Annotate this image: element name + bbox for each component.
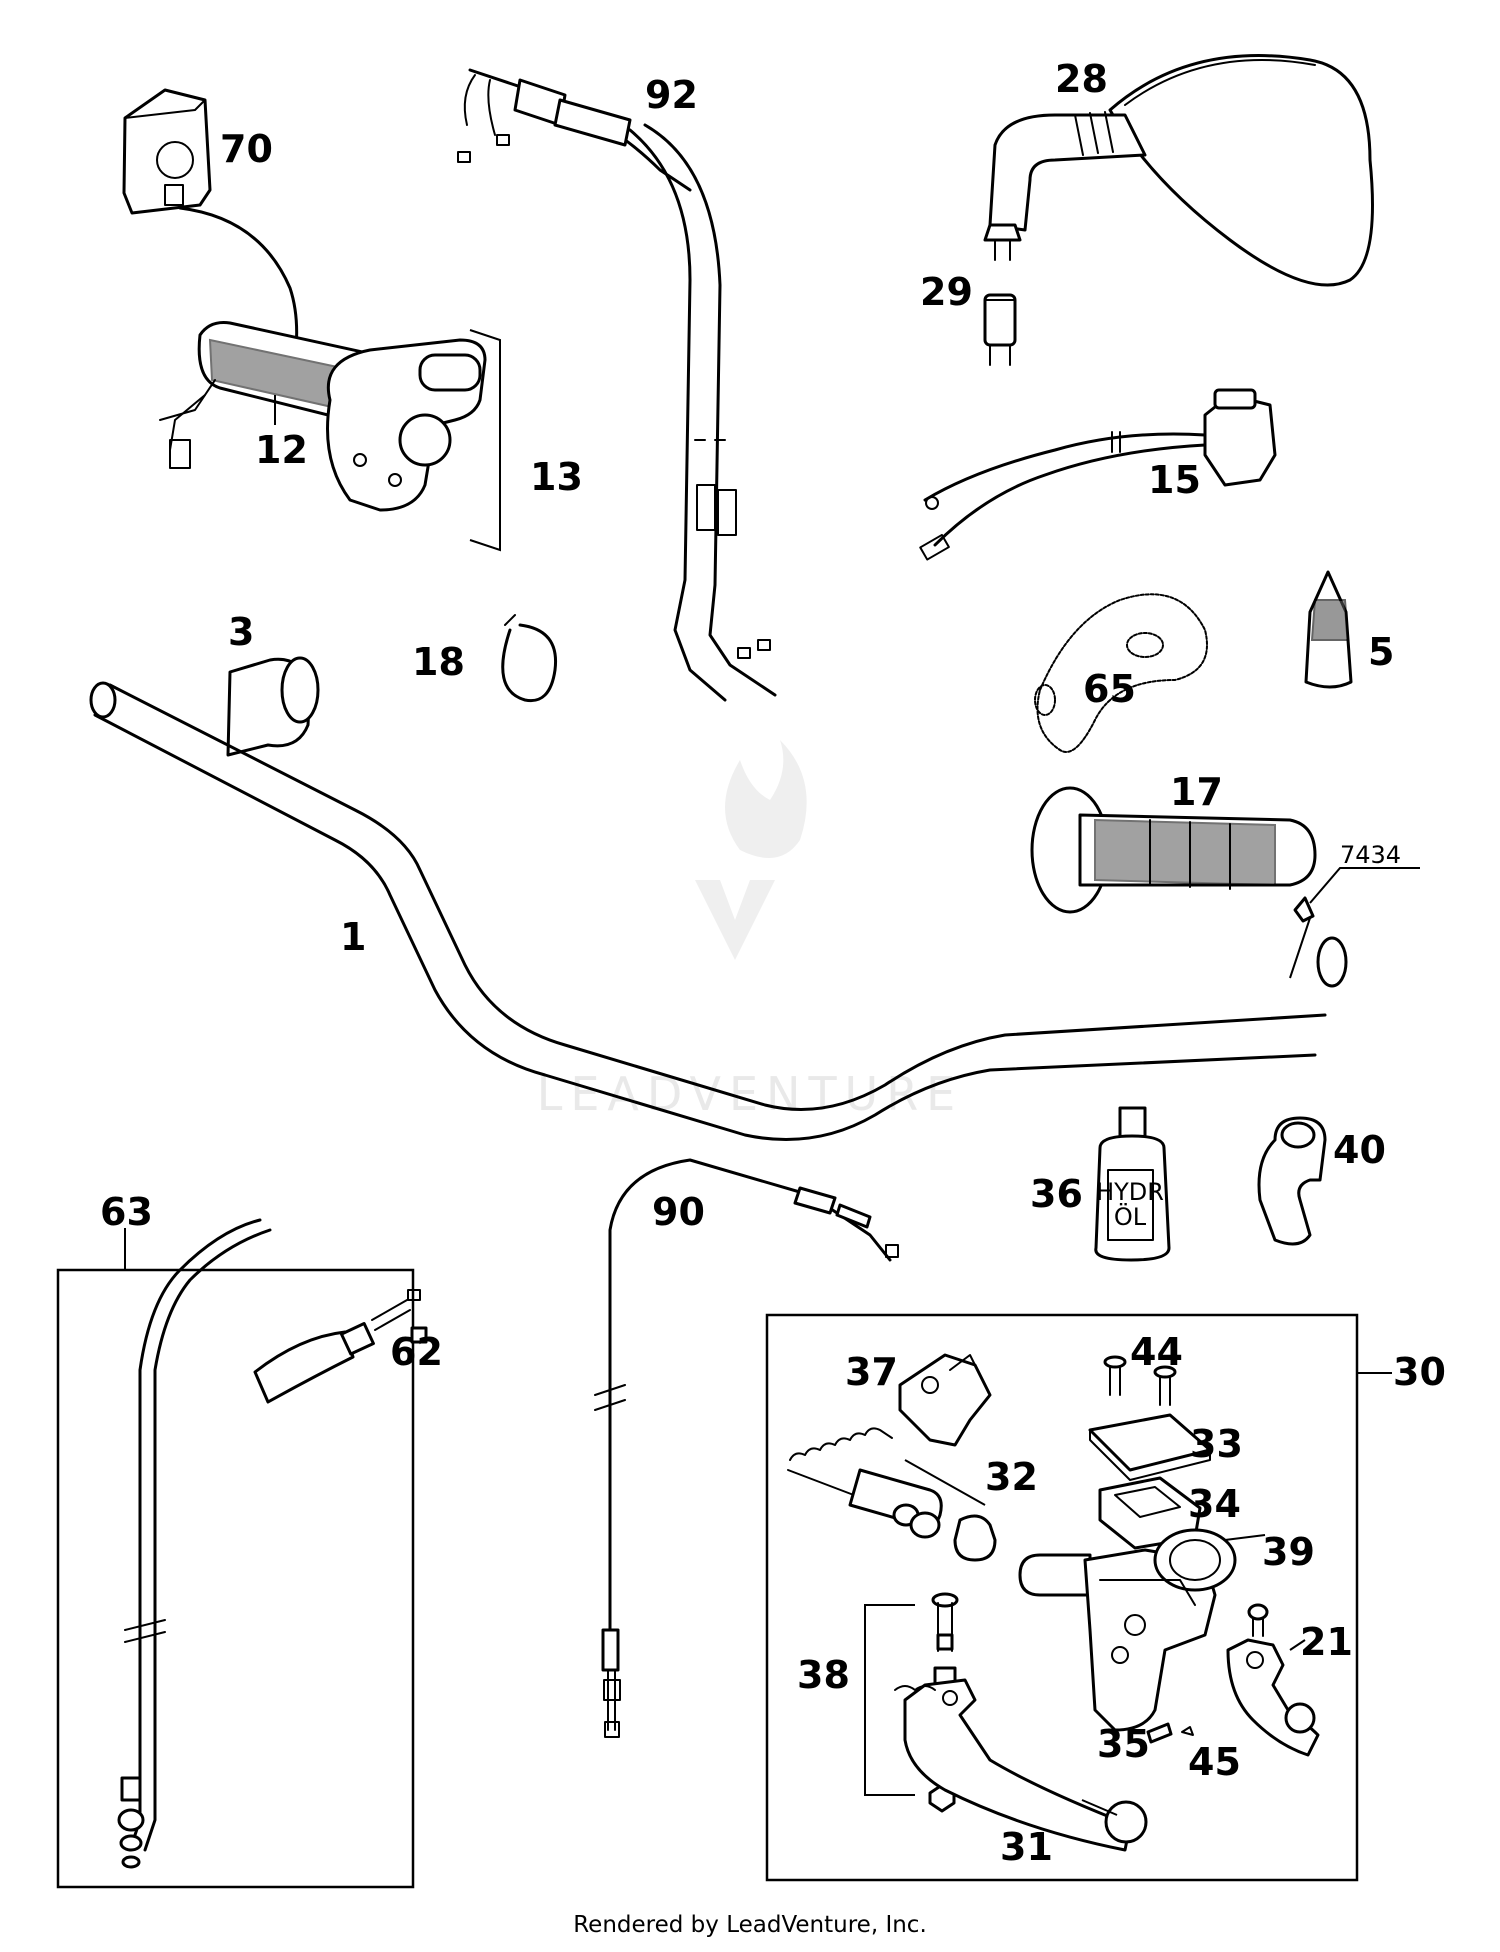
part-63-cable [117, 1218, 421, 1869]
part-70-switch [122, 88, 299, 360]
leader-lines [274, 395, 1306, 1816]
label-45: 45 [1188, 1740, 1241, 1784]
part-31-brake-lever [894, 1678, 1148, 1852]
part-92-throttle-cables [457, 68, 777, 702]
label-35: 35 [1097, 1722, 1150, 1766]
part-28-mirror [983, 54, 1374, 287]
label-62: 62 [390, 1330, 443, 1374]
part-90-cable [594, 1158, 899, 1738]
label-18: 18 [412, 640, 465, 684]
part-32-piston-kit [787, 1427, 997, 1562]
footer-credit: Rendered by LeadVenture, Inc. [573, 1912, 927, 1938]
label-15: 15 [1148, 458, 1201, 502]
part-13-throttle-housing [326, 329, 501, 552]
part-21-lever [1226, 1603, 1320, 1757]
part-29-adapter [983, 293, 1017, 366]
part-62-nut [410, 1326, 428, 1344]
label-92: 92 [645, 73, 698, 117]
part-36-hydraulic-oil: HYDR ÖL [1094, 1106, 1171, 1262]
part-39-master-cylinder [1018, 1528, 1237, 1732]
label-63: 63 [100, 1190, 153, 1234]
part-7434 [1293, 867, 1420, 923]
label-28: 28 [1055, 57, 1108, 101]
part-1-handlebar [89, 681, 1348, 1141]
part-30-box [765, 1313, 1359, 1882]
label-12: 12 [255, 428, 308, 472]
label-70: 70 [220, 127, 273, 171]
part-5-cap [1304, 570, 1353, 689]
part-63-box [56, 1268, 415, 1889]
label-65: 65 [1083, 667, 1136, 711]
label-31: 31 [1000, 1825, 1053, 1869]
label-34: 34 [1188, 1482, 1241, 1526]
bottle-text-line1: HYDR [1096, 1178, 1164, 1206]
label-29: 29 [920, 270, 973, 314]
part-40-clamp [1257, 1116, 1327, 1246]
part-33-cover [1088, 1413, 1212, 1481]
part-44-screws [1103, 1355, 1177, 1406]
label-1: 1 [340, 915, 366, 959]
part-65-decal [1034, 593, 1208, 753]
part-18-cable-tie [501, 614, 558, 703]
label-5: 5 [1368, 630, 1394, 674]
label-90: 90 [652, 1190, 705, 1234]
part-35-45-screw [1146, 1722, 1194, 1744]
leadventure-watermark: LEADVENTURE [537, 740, 955, 1121]
label-3: 3 [228, 610, 254, 654]
label-36: 36 [1030, 1172, 1083, 1216]
label-13: 13 [530, 455, 583, 499]
part-15-kill-switch [919, 388, 1277, 561]
bottle-text-line2: ÖL [1114, 1202, 1147, 1231]
label-33: 33 [1190, 1422, 1243, 1466]
part-37-bracket [898, 1353, 992, 1447]
label-37: 37 [845, 1350, 898, 1394]
label-32: 32 [985, 1455, 1038, 1499]
label-39: 39 [1262, 1530, 1315, 1574]
part-17-grip [1030, 786, 1317, 914]
part-labels: 70 12 13 92 28 29 15 3 18 65 5 17 7434 1… [100, 57, 1446, 1869]
part-3-spacer [226, 656, 320, 757]
label-38: 38 [797, 1653, 850, 1697]
label-17: 17 [1170, 770, 1223, 814]
label-30: 30 [1393, 1350, 1446, 1394]
label-7434: 7434 [1340, 841, 1401, 869]
label-40: 40 [1333, 1128, 1386, 1172]
label-44: 44 [1130, 1330, 1183, 1374]
label-21: 21 [1300, 1620, 1353, 1664]
